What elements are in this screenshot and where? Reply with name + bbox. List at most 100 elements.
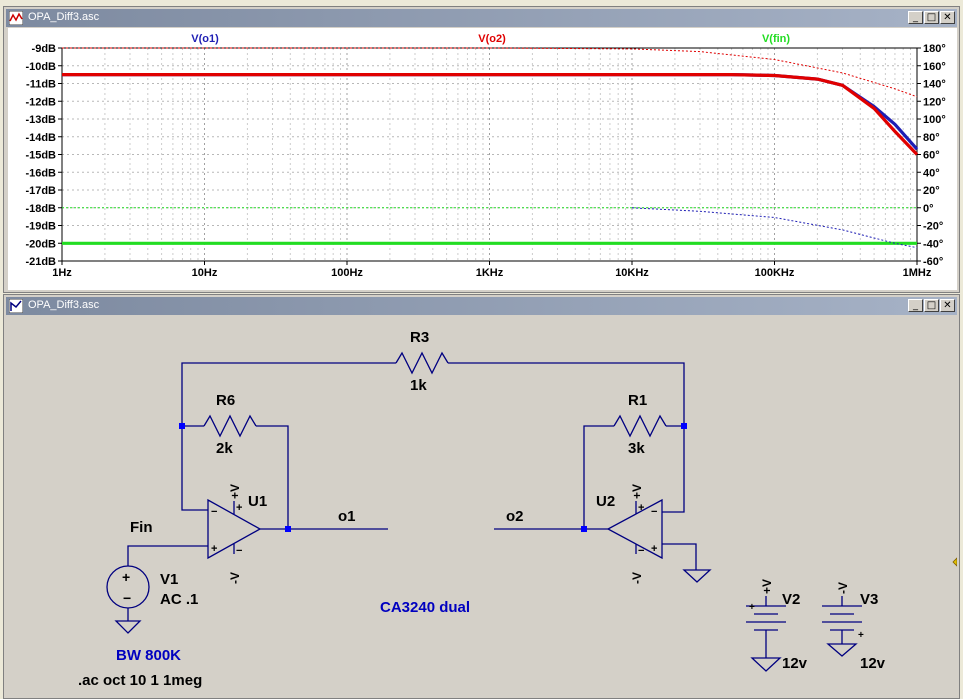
ground-symbol-v2 — [750, 657, 782, 672]
schematic-close-button[interactable]: ✕ — [940, 299, 955, 312]
resistor-r1[interactable] — [613, 414, 667, 438]
ground-symbol-v3 — [826, 643, 858, 657]
wire-u1-inv — [181, 426, 208, 511]
label-v2-value: 12v — [782, 655, 808, 672]
plot-traces — [62, 47, 919, 249]
ground-symbol-v1 — [114, 620, 142, 634]
y-left-tick-label: -10dB — [25, 61, 56, 73]
pin-marks: − + + − − + + − + − + + — [122, 502, 864, 641]
y-right-tick-label: 120° — [923, 96, 946, 108]
opamp-u1[interactable] — [207, 498, 262, 560]
y-left-tick-label: -20dB — [25, 238, 56, 250]
y-left-tick-label: -21dB — [25, 256, 56, 268]
svg-text:+: + — [651, 543, 657, 555]
svg-text:−: − — [211, 506, 217, 518]
spice-directive[interactable]: .ac oct 10 1 1meg — [78, 672, 202, 689]
plot-maximize-button[interactable]: □ — [924, 11, 939, 24]
wire-r1-right — [662, 425, 685, 513]
x-tick-label: 1MHz — [903, 267, 932, 279]
schematic-title-bar[interactable]: OPA_Diff3.asc _ □ ✕ — [6, 297, 957, 315]
y-left-tick-label: -19dB — [25, 221, 56, 233]
svg-text:−: − — [638, 545, 644, 557]
plot-legend[interactable]: V(o1) V(o2) V(fin) — [191, 33, 790, 45]
x-tick-label: 100KHz — [755, 267, 795, 279]
schematic-window[interactable]: OPA_Diff3.asc _ □ ✕ — [3, 294, 960, 699]
resistor-r6[interactable] — [203, 414, 257, 438]
label-v3-value: 12v — [860, 655, 886, 672]
y-right-tick-label: 160° — [923, 61, 946, 73]
x-tick-label: 1KHz — [476, 267, 504, 279]
legend-vfin[interactable]: V(fin) — [762, 33, 790, 45]
plot-minimize-button[interactable]: _ — [908, 11, 923, 24]
ground-symbol-u2 — [682, 569, 712, 583]
resistor-r3[interactable] — [395, 351, 449, 375]
svg-text:+: + — [749, 602, 755, 613]
plot-window[interactable]: OPA_Diff3.asc _ □ ✕ -9dB -10dB -11dB -12dB -… — [3, 6, 960, 293]
label-u1: U1 — [248, 493, 267, 510]
y-left-tick-label: -14dB — [25, 132, 56, 144]
y-right-tick-label: 40° — [923, 167, 940, 179]
label-v1-name: V1 — [160, 571, 178, 588]
comment-ca3240[interactable]: CA3240 dual — [380, 599, 470, 616]
schematic-maximize-button[interactable]: □ — [924, 299, 939, 312]
v2-supply-label: +V — [760, 579, 774, 594]
schematic-minimize-button[interactable]: _ — [908, 299, 923, 312]
y-axis-right: 180°160°140°120°100°80°60°40°20°0°-20°-4… — [917, 43, 946, 268]
comment-bw[interactable]: BW 800K — [116, 647, 181, 664]
y-left-tick-label: -9dB — [32, 43, 57, 55]
schematic-icon — [9, 299, 23, 313]
svg-text:+: + — [236, 502, 242, 514]
y-right-tick-label: 180° — [923, 43, 946, 55]
node-dots — [179, 423, 687, 532]
battery-v3[interactable] — [822, 596, 862, 644]
waveform-icon — [9, 11, 23, 25]
scroll-marker-icon[interactable] — [952, 557, 957, 567]
y-right-tick-label: 140° — [923, 79, 946, 91]
legend-vo2[interactable]: V(o2) — [478, 33, 506, 45]
opamp-u2[interactable] — [606, 498, 663, 560]
label-v1-value: AC .1 — [160, 591, 198, 608]
wire-u2-inv-r1 — [583, 425, 614, 529]
y-axis-left: -9dB-10dB-11dB-12dB-13dB-14dB-15dB-16dB-… — [25, 43, 62, 268]
y-right-tick-label: 20° — [923, 185, 940, 197]
wire-r6-right — [256, 425, 289, 529]
u1-pos-supply-label: +V — [228, 484, 242, 499]
battery-v2[interactable] — [746, 596, 786, 658]
y-right-tick-label: 60° — [923, 150, 940, 162]
plot-close-button[interactable]: ✕ — [940, 11, 955, 24]
waveform-plot[interactable]: -9dB-10dB-11dB-12dB-13dB-14dB-15dB-16dB-… — [8, 28, 957, 290]
svg-text:−: − — [651, 506, 657, 518]
y-right-tick-label: 0° — [923, 203, 934, 215]
y-right-tick-label: 100° — [923, 114, 946, 126]
label-v2-name: V2 — [782, 591, 800, 608]
plot-window-title: OPA_Diff3.asc — [28, 11, 100, 23]
svg-text:+: + — [211, 543, 217, 555]
legend-vo1[interactable]: V(o1) — [191, 33, 219, 45]
label-r6-name: R6 — [216, 392, 235, 409]
x-tick-label: 10Hz — [192, 267, 218, 279]
y-right-tick-label: -60° — [923, 256, 943, 268]
svg-text:+: + — [122, 569, 130, 585]
x-tick-label: 10KHz — [615, 267, 649, 279]
label-u2: U2 — [596, 493, 615, 510]
v3-supply-label: -V — [836, 582, 850, 594]
label-r1-name: R1 — [628, 392, 647, 409]
u2-pos-supply-label: +V — [630, 484, 644, 499]
y-right-tick-label: -20° — [923, 221, 943, 233]
label-net-o2: o2 — [506, 508, 524, 525]
wire-u2-noninv — [662, 543, 697, 570]
u1-neg-supply-label: -V — [228, 572, 242, 584]
y-left-tick-label: -11dB — [26, 79, 56, 91]
svg-text:+: + — [638, 502, 644, 514]
y-left-tick-label: -12dB — [25, 96, 56, 108]
label-r6-value: 2k — [216, 440, 233, 457]
wire-r3-right — [448, 362, 685, 426]
label-r3-name: R3 — [410, 329, 429, 346]
phase-trace-vo1 — [631, 207, 918, 249]
svg-text:−: − — [236, 545, 242, 557]
svg-text:−: − — [123, 590, 131, 606]
plot-title-bar[interactable]: OPA_Diff3.asc _ □ ✕ — [6, 9, 957, 27]
y-left-tick-label: -15dB — [25, 150, 56, 162]
schematic-canvas[interactable]: − + + − − + + − + − + + R3 1k R6 2k R1 3 — [8, 316, 957, 696]
